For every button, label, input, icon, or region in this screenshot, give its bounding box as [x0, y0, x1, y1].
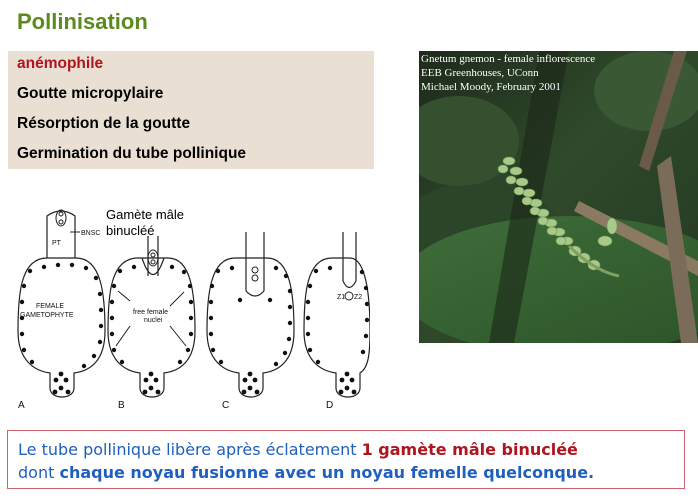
- panel-label-b: B: [118, 400, 125, 411]
- photo-caption-line: Michael Moody, February 2001: [421, 81, 561, 93]
- panel-label-d: D: [326, 400, 333, 411]
- callout-line: binucléé: [106, 223, 155, 238]
- slide-title: Pollinisation: [17, 9, 148, 34]
- bullet-goutte-micropylaire: Goutte micropylaire: [17, 85, 164, 102]
- summary-line-2: dont chaque noyau fusionne avec un noyau…: [18, 461, 674, 484]
- label-nuclei: nuclei: [144, 317, 163, 324]
- gnetum-photo: Gnetum gnemon - female inflorescence EEB…: [419, 51, 698, 343]
- label-z2: Z2: [354, 294, 362, 301]
- label-pt: PT: [52, 240, 62, 247]
- fertilization-diagram: BNSC PT FEMALE GAMETOPHYTE free female n…: [10, 196, 371, 421]
- panel-label-a: A: [18, 400, 25, 411]
- photo-caption-line: Gnetum gnemon - female inflorescence: [421, 53, 596, 65]
- label-female: FEMALE: [36, 303, 64, 310]
- panel-label-c: C: [222, 400, 229, 411]
- photo-caption: Gnetum gnemon - female inflorescence EEB…: [421, 52, 595, 94]
- label-bnsc: BNSC: [81, 230, 100, 237]
- bullet-germination: Germination du tube pollinique: [17, 145, 247, 162]
- bullet-resorption: Résorption de la goutte: [17, 115, 191, 132]
- summary-highlight: 1 gamète mâle binucléé: [361, 440, 578, 459]
- summary-emphasis: chaque noyau fusionne avec un noyau feme…: [59, 463, 595, 482]
- label-free-female: free female: [133, 309, 168, 316]
- label-gametophyte: GAMETOPHYTE: [20, 312, 74, 319]
- summary-text: Le tube pollinique libère après éclateme…: [18, 440, 362, 459]
- callout-line: Gamète mâle: [106, 207, 185, 222]
- bullet-anemophile: anémophile: [17, 55, 104, 72]
- photo-caption-line: EEB Greenhouses, UConn: [421, 67, 539, 79]
- gnetum-photo-drawing: [419, 51, 698, 343]
- fertilization-diagram-drawing: BNSC PT FEMALE GAMETOPHYTE free female n…: [17, 209, 371, 411]
- summary-text: dont: [18, 463, 60, 482]
- summary-line-1: Le tube pollinique libère après éclateme…: [18, 438, 674, 461]
- callout-gamete: Gamète mâle binucléé: [106, 207, 184, 239]
- bullet-box: anémophile Goutte micropylaire Résorptio…: [8, 51, 374, 169]
- summary-box: Le tube pollinique libère après éclateme…: [7, 430, 685, 489]
- label-z1: Z1: [337, 294, 345, 301]
